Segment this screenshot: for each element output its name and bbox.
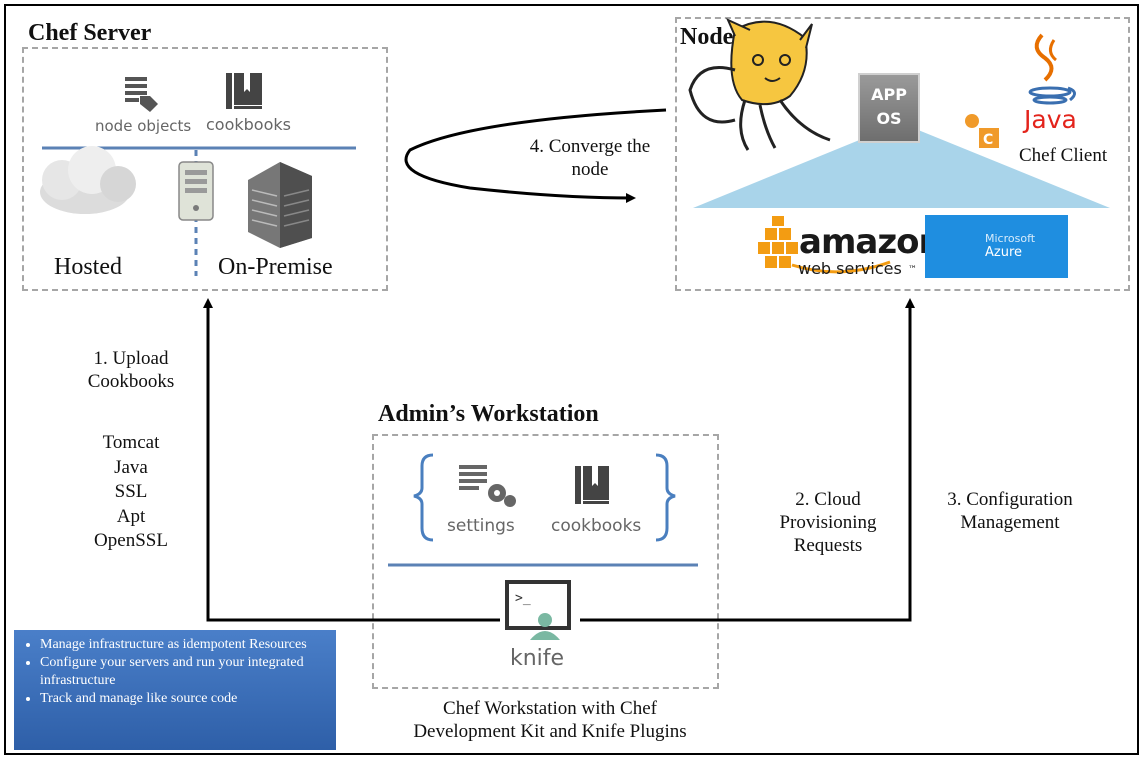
- converge-label: 4. Converge the node: [529, 136, 651, 180]
- upload-label: 1. Upload Cookbooks: [87, 348, 175, 392]
- on-premise-label: On-Premise: [218, 254, 333, 280]
- workstation-title: Admin’s Workstation: [378, 401, 599, 427]
- chef-server-box: [22, 47, 388, 291]
- upload-arrow: [203, 298, 500, 622]
- settings-label: settings: [447, 516, 515, 536]
- platform-triangle: [693, 123, 1110, 208]
- terminal-icon: >_: [505, 580, 571, 640]
- cookbooks-icon: [226, 73, 262, 109]
- cloud-icon: [40, 146, 136, 214]
- microsoft-label: Microsoft: [985, 232, 1036, 245]
- app-label: APP: [871, 85, 907, 104]
- cloud-provisioning-label: 2. Cloud Provisioning Requests: [779, 489, 877, 556]
- settings-icon: [459, 465, 516, 507]
- workstation-caption: Chef Workstation with Chef Development K…: [413, 698, 687, 742]
- os-label: OS: [876, 109, 902, 128]
- workstation-cookbooks-label: cookbooks: [551, 516, 642, 536]
- workstation-cookbooks-icon: [575, 466, 609, 504]
- building-icon: [248, 162, 312, 248]
- benefit-item: Track and manage like source code: [40, 690, 328, 708]
- svg-text:C: C: [983, 132, 993, 148]
- diagram-frame: [4, 4, 1139, 755]
- azure-label: Azure: [985, 245, 1023, 260]
- knife-label: knife: [510, 646, 565, 671]
- server-tower-icon: [178, 161, 214, 221]
- hosted-label: Hosted: [54, 254, 122, 280]
- java-label: Java: [1024, 105, 1077, 134]
- tm-label: ™: [908, 265, 917, 275]
- java-icon: [1028, 33, 1076, 105]
- tomcat-icon: [688, 18, 831, 151]
- benefits-box: Manage infrastructure as idempotent Reso…: [14, 630, 336, 750]
- node-objects-icon: [125, 77, 158, 112]
- benefit-item: Manage infrastructure as idempotent Reso…: [40, 636, 328, 654]
- benefit-item: Configure your servers and run your inte…: [40, 654, 328, 690]
- app-os-icon: APP OS: [858, 73, 920, 143]
- chef-client-label: Chef Client: [1019, 145, 1108, 166]
- config-management-label: 3. Configuration Management: [947, 489, 1073, 533]
- aws-cubes-icon: [758, 216, 798, 268]
- cookbook-list: Tomcat Java SSL Apt OpenSSL: [94, 432, 168, 551]
- amazon-label: amazon: [799, 222, 943, 262]
- azure-logo: [925, 215, 1068, 278]
- converge-arrow: [404, 108, 667, 203]
- provision-arrow: [580, 298, 915, 622]
- chef-c-icon: C: [965, 114, 999, 148]
- svg-text:>_: >_: [515, 591, 531, 606]
- web-services-label: web services: [798, 259, 902, 278]
- workstation-box: [372, 434, 719, 689]
- nodes-box: [675, 17, 1130, 291]
- node-objects-label: node objects: [95, 117, 192, 135]
- chef-server-title: Chef Server: [28, 20, 152, 46]
- cookbooks-label: cookbooks: [206, 115, 291, 134]
